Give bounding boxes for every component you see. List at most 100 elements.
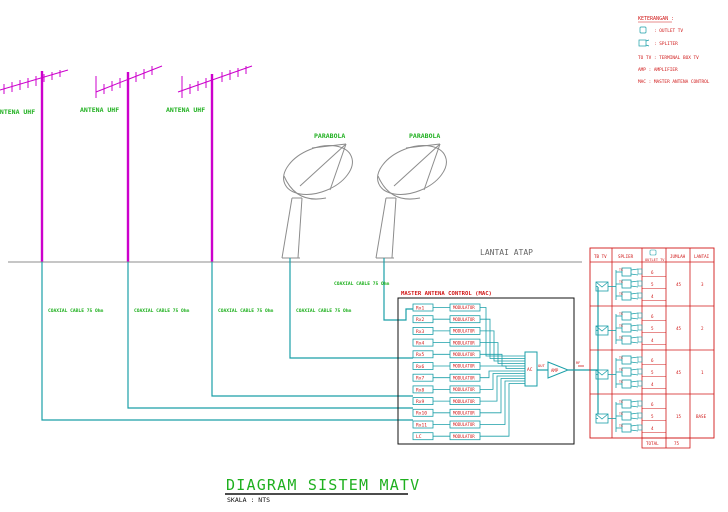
modulator-label: MODULATOR bbox=[453, 317, 475, 322]
svg-text:TS: TS bbox=[619, 400, 623, 404]
splitter-icon: TS bbox=[616, 411, 639, 421]
splitter-icon: TS bbox=[616, 323, 639, 333]
lantai-value: BASE bbox=[696, 414, 707, 419]
jumlah-value: 15 bbox=[676, 414, 682, 419]
outlet-count: 4 bbox=[651, 382, 654, 387]
outlet-count: 6 bbox=[651, 402, 654, 407]
uhf-antenna-2 bbox=[95, 65, 163, 262]
splitter-icon: TS bbox=[616, 311, 639, 321]
roof-label: LANTAI ATAP bbox=[480, 248, 533, 257]
modulator-label: MODULATOR bbox=[453, 434, 475, 439]
outlet-tv-icon bbox=[637, 336, 643, 343]
modulator-label: MODULATOR bbox=[453, 329, 475, 334]
splitter-icon: TS bbox=[616, 379, 639, 389]
table-header-lantai: LANTAI bbox=[694, 254, 710, 259]
legend-title: KETERANGAN : bbox=[638, 16, 674, 22]
svg-text:RF: RF bbox=[576, 361, 580, 365]
svg-text:TS: TS bbox=[619, 368, 623, 372]
outlet-tv-icon bbox=[637, 312, 643, 319]
receiver-label: Rx2 bbox=[416, 317, 425, 323]
modulator-label: MODULATOR bbox=[453, 305, 475, 310]
table-header-jumlah: JUMLAH bbox=[670, 254, 686, 259]
receiver-label: Rx9 bbox=[416, 399, 425, 405]
outlet-count: 6 bbox=[651, 358, 654, 363]
splitter-icon bbox=[638, 39, 650, 47]
receiver-label: Rx6 bbox=[416, 364, 425, 370]
modulator-label: MODULATOR bbox=[453, 399, 475, 404]
outlet-tv-icon bbox=[637, 324, 643, 331]
coax-label-3: COAXIAL CABLE 75 Ohm bbox=[218, 308, 274, 314]
mac-row: Rx7 MODULATOR bbox=[412, 370, 525, 382]
outlet-tv-icon bbox=[637, 356, 643, 363]
svg-text:TS: TS bbox=[619, 356, 623, 360]
parabola-2-label: PARABOLA bbox=[409, 132, 440, 140]
uhf-antenna-1 bbox=[0, 69, 69, 262]
outlet-count: 6 bbox=[651, 270, 654, 275]
outlet-count: 4 bbox=[651, 338, 654, 343]
svg-text:TS: TS bbox=[619, 312, 623, 316]
combiner-label: AC bbox=[527, 367, 533, 373]
modulator-label: MODULATOR bbox=[453, 375, 475, 380]
svg-text:TS: TS bbox=[619, 280, 623, 284]
outlet-count: 5 bbox=[651, 282, 654, 287]
parabola-dish-2 bbox=[375, 143, 447, 259]
modulator-label: MODULATOR bbox=[453, 340, 475, 345]
combiner-block: AC OUT bbox=[524, 351, 548, 387]
coax-label-2: COAXIAL CABLE 75 Ohm bbox=[134, 308, 190, 314]
outlet-tv-icon bbox=[637, 292, 643, 299]
coax-cables bbox=[41, 258, 413, 421]
outlet-tv-icon bbox=[637, 424, 643, 431]
outlet-tv-icon bbox=[639, 26, 647, 34]
splitter-icon: TS bbox=[616, 423, 639, 433]
receiver-label: Rx11 bbox=[416, 422, 427, 428]
receiver-label: Rx3 bbox=[416, 329, 425, 335]
outlet-tv-icon bbox=[637, 380, 643, 387]
mac-box bbox=[397, 297, 575, 445]
table-total-value: 75 bbox=[674, 441, 680, 446]
uhf-antenna-1-label: ANTENA UHF bbox=[0, 108, 35, 116]
splitter-icon: TS bbox=[616, 399, 639, 409]
table-header-outlet: OUTLET TV bbox=[645, 258, 665, 262]
jumlah-value: 45 bbox=[676, 326, 682, 331]
coax-label-5: COAXIAL CABLE 75 Ohm bbox=[334, 281, 390, 287]
outlet-count: 5 bbox=[651, 414, 654, 419]
lantai-value: 1 bbox=[701, 370, 704, 375]
svg-text:TS: TS bbox=[619, 336, 623, 340]
legend-item-terminal: TO TV : TERMINAL BOX TV bbox=[638, 55, 699, 61]
receiver-label: Rx7 bbox=[416, 376, 425, 382]
modulator-label: MODULATOR bbox=[453, 422, 475, 427]
outlet-count: 6 bbox=[651, 314, 654, 319]
svg-text:OUT: OUT bbox=[538, 363, 546, 368]
splitter-icon: TS bbox=[616, 267, 639, 277]
outlet-count: 4 bbox=[651, 294, 654, 299]
uhf-antenna-2-label: ANTENA UHF bbox=[80, 106, 119, 114]
outlet-header-icon bbox=[649, 249, 657, 256]
jumlah-value: 45 bbox=[676, 370, 682, 375]
svg-text:TS: TS bbox=[619, 268, 623, 272]
modulator-label: MODULATOR bbox=[453, 352, 475, 357]
mac-row: Rx5 MODULATOR bbox=[412, 350, 525, 367]
parabola-1-label: PARABOLA bbox=[314, 132, 345, 140]
coax-label-1: COAXIAL CABLE 75 Ohm bbox=[48, 308, 104, 314]
outlet-tv-icon bbox=[637, 412, 643, 419]
modulator-label: MODULATOR bbox=[453, 411, 475, 416]
legend-item-mac: MAC : MASTER ANTENA CONTROL bbox=[638, 79, 710, 85]
receiver-label: Rx5 bbox=[416, 352, 425, 358]
uhf-antenna-3-label: ANTENA UHF bbox=[166, 106, 205, 114]
outlet-count: 4 bbox=[651, 426, 654, 431]
table-header-splier: SPLIER bbox=[618, 254, 634, 259]
distribution-table bbox=[589, 247, 715, 449]
uhf-antenna-3 bbox=[177, 65, 253, 262]
mac-row: Rx11 MODULATOR bbox=[412, 380, 525, 429]
outlet-tv-icon bbox=[637, 268, 643, 275]
mac-title: MASTER ANTENA CONTROL (MAC) bbox=[401, 291, 492, 297]
